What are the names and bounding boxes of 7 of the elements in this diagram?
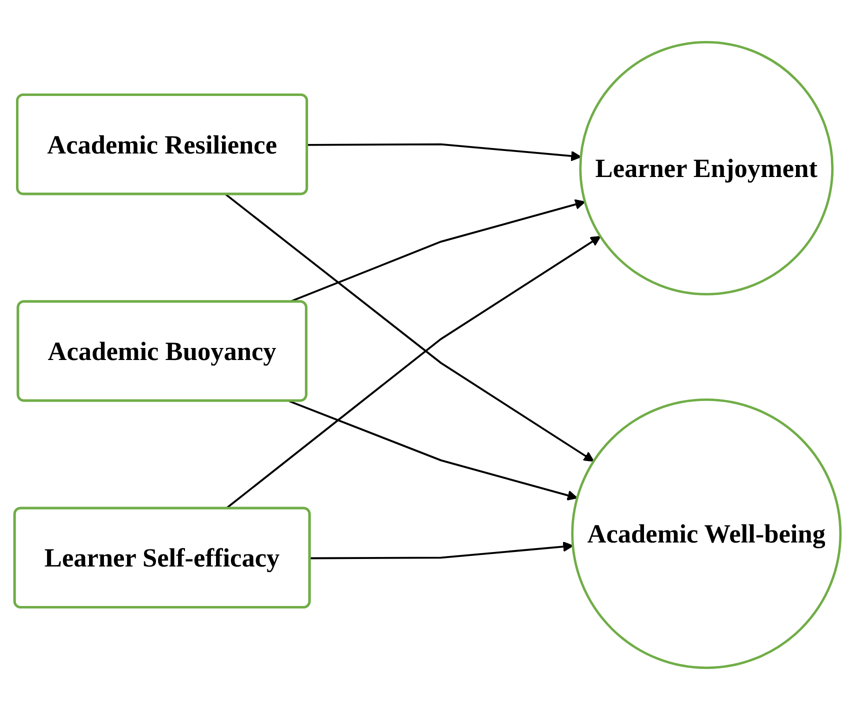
arrow xyxy=(225,193,594,462)
node-circle: Learner Enjoyment xyxy=(579,40,834,295)
arrow xyxy=(288,400,578,500)
arrow xyxy=(307,142,582,161)
arrow xyxy=(225,235,601,509)
node-circle: Academic Well-being xyxy=(571,398,842,669)
arrow xyxy=(310,540,574,559)
